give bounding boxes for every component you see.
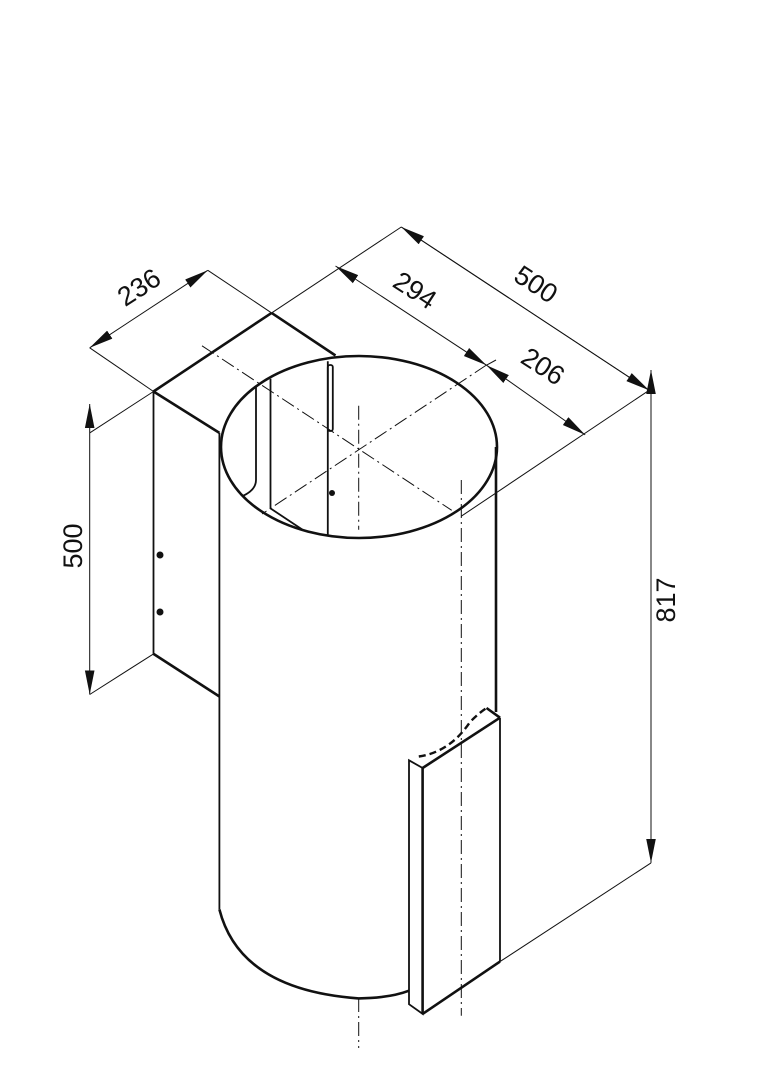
dim-500-top-label: 500 (509, 260, 563, 310)
centerlines (201, 345, 487, 1048)
dim-500-vertical-label: 500 (58, 523, 88, 568)
wall-box (152, 311, 337, 698)
dimension-lines (84, 226, 656, 863)
dim-206-label: 206 (516, 342, 570, 392)
slot (326, 364, 334, 432)
cylinder-body (218, 354, 499, 1000)
dim-294-label: 294 (388, 266, 442, 316)
dim-500-top-line (401, 226, 650, 391)
front-panel (408, 706, 501, 1016)
extension-lines (89, 226, 652, 963)
screw-hole (156, 608, 164, 616)
dim-236-label: 236 (112, 263, 166, 313)
dimension-labels: 236 294 500 206 500 817 (58, 260, 681, 623)
dim-236-line (89, 269, 209, 349)
dim-817-label: 817 (651, 577, 681, 622)
screw-hole (156, 551, 164, 559)
